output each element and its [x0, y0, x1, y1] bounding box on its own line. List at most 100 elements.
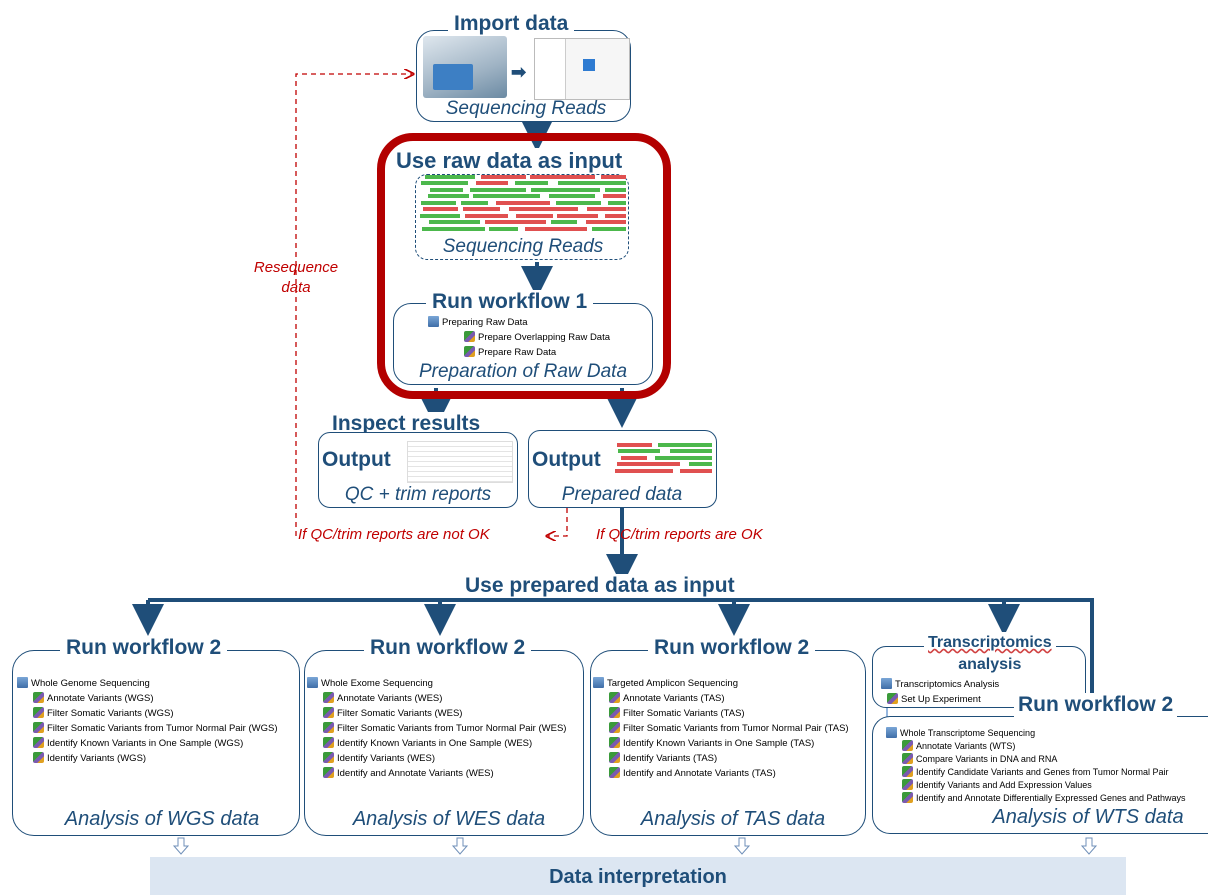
- data-interpretation-label: Data interpretation: [549, 866, 727, 888]
- read-segment: [465, 213, 508, 218]
- tree-item[interactable]: Compare Variants in DNA and RNA: [886, 753, 1186, 766]
- tree-item[interactable]: Filter Somatic Variants (WGS): [17, 706, 278, 721]
- wts-title: Run workflow 2: [1014, 693, 1178, 717]
- sequencer-image: [423, 36, 507, 98]
- tree-item[interactable]: Identify Known Variants in One Sample (W…: [307, 736, 566, 751]
- workflow-icon: [464, 331, 475, 342]
- tas-tree: Targeted Amplicon Sequencing Annotate Va…: [593, 676, 849, 781]
- read-segment: [618, 449, 661, 454]
- workflow-icon: [33, 707, 44, 718]
- folder-icon: [886, 727, 897, 738]
- tree-item[interactable]: Identify Variants and Add Expression Val…: [886, 779, 1186, 792]
- tree-item[interactable]: Set Up Experiment: [881, 692, 999, 707]
- read-segment: [470, 187, 526, 192]
- workflow-icon: [887, 693, 898, 704]
- read-segment: [620, 455, 647, 460]
- read-segment: [605, 187, 626, 192]
- tree-root[interactable]: Targeted Amplicon Sequencing: [593, 676, 849, 691]
- tree-item[interactable]: Prepare Overlapping Raw Data: [428, 330, 610, 345]
- workflow-icon: [464, 346, 475, 357]
- read-segment: [420, 181, 469, 186]
- read-segment: [556, 200, 601, 205]
- read-segment: [524, 226, 588, 231]
- tree-item[interactable]: Annotate Variants (WES): [307, 691, 566, 706]
- read-segment: [602, 194, 626, 199]
- read-segment: [516, 213, 554, 218]
- read-segment: [530, 175, 595, 179]
- workflow-icon: [902, 740, 913, 751]
- condition-not-ok-label: If QC/trim reports are not OK: [298, 526, 490, 543]
- tree-item[interactable]: Filter Somatic Variants (TAS): [593, 706, 849, 721]
- tree-item[interactable]: Identify and Annotate Differentially Exp…: [886, 792, 1186, 805]
- read-segment: [607, 200, 626, 205]
- tree-item[interactable]: Filter Somatic Variants from Tumor Norma…: [593, 721, 849, 736]
- run-workflow-1-caption: Preparation of Raw Data: [418, 361, 628, 382]
- read-segment: [422, 226, 485, 231]
- wes-panel: [304, 650, 584, 836]
- tree-item[interactable]: Annotate Variants (TAS): [593, 691, 849, 706]
- workflow-icon: [902, 753, 913, 764]
- tree-item[interactable]: Filter Somatic Variants (WES): [307, 706, 566, 721]
- read-segment: [679, 468, 712, 473]
- read-segment: [424, 175, 476, 179]
- workflow-icon: [609, 707, 620, 718]
- read-segment: [557, 181, 626, 186]
- tas-title: Run workflow 2: [648, 636, 816, 660]
- import-data-caption: Sequencing Reads: [445, 98, 607, 119]
- read-segment: [530, 187, 600, 192]
- tree-item[interactable]: Identify Variants (WES): [307, 751, 566, 766]
- workflow-icon: [33, 752, 44, 763]
- folder-icon: [593, 677, 604, 688]
- workflow-icon: [33, 722, 44, 733]
- read-segment: [476, 181, 509, 186]
- read-segment: [473, 194, 540, 199]
- transcriptomics-tree: Transcriptomics Analysis Set Up Experime…: [881, 677, 999, 707]
- qc-report-thumbnail: [407, 441, 513, 483]
- raw-reads-image: [420, 175, 630, 233]
- tree-item[interactable]: Identify Known Variants in One Sample (T…: [593, 736, 849, 751]
- wgs-tree: Whole Genome Sequencing Annotate Variant…: [17, 676, 278, 766]
- tree-item[interactable]: Identify and Annotate Variants (TAS): [593, 766, 849, 781]
- tree-item[interactable]: Filter Somatic Variants from Tumor Norma…: [307, 721, 566, 736]
- output-prepared-caption: Prepared data: [561, 484, 683, 505]
- wgs-title: Run workflow 2: [60, 636, 228, 660]
- read-segment: [601, 175, 626, 179]
- workflow-icon: [323, 737, 334, 748]
- read-segment: [427, 194, 469, 199]
- wgs-panel: [12, 650, 300, 836]
- workflow-icon: [323, 752, 334, 763]
- import-data-title: Import data: [448, 12, 575, 36]
- raw-reads-box: [415, 174, 629, 260]
- read-segment: [463, 207, 501, 212]
- tree-item[interactable]: Filter Somatic Variants from Tumor Norma…: [17, 721, 278, 736]
- workflow-icon: [609, 752, 620, 763]
- wts-caption: Analysis of WTS data: [992, 806, 1184, 828]
- software-screenshot-image: [534, 38, 630, 100]
- tree-item[interactable]: Annotate Variants (WGS): [17, 691, 278, 706]
- read-segment: [488, 226, 518, 231]
- read-segment: [557, 213, 599, 218]
- workflow-icon: [609, 737, 620, 748]
- tree-root[interactable]: Whole Genome Sequencing: [17, 676, 278, 691]
- read-segment: [496, 200, 551, 205]
- tree-root[interactable]: Preparing Raw Data: [428, 315, 610, 330]
- read-segment: [421, 200, 457, 205]
- tree-item[interactable]: Identify and Annotate Variants (WES): [307, 766, 566, 781]
- tree-root[interactable]: Transcriptomics Analysis: [881, 677, 999, 692]
- read-segment: [592, 226, 626, 231]
- tree-item[interactable]: Annotate Variants (WTS): [886, 740, 1186, 753]
- wts-tree: Whole Transcriptome Sequencing Annotate …: [886, 727, 1186, 805]
- tree-item[interactable]: Identify Variants (WGS): [17, 751, 278, 766]
- run-workflow-1-title: Run workflow 1: [426, 290, 594, 314]
- tree-root[interactable]: Whole Exome Sequencing: [307, 676, 566, 691]
- workflow-icon: [323, 707, 334, 718]
- workflow-icon: [609, 767, 620, 778]
- wes-tree: Whole Exome Sequencing Annotate Variants…: [307, 676, 566, 781]
- tas-caption: Analysis of TAS data: [640, 808, 826, 830]
- tree-item[interactable]: Prepare Raw Data: [428, 345, 610, 360]
- tree-item[interactable]: Identify Candidate Variants and Genes fr…: [886, 766, 1186, 779]
- tree-item[interactable]: Identify Known Variants in One Sample (W…: [17, 736, 278, 751]
- tree-root[interactable]: Whole Transcriptome Sequencing: [886, 727, 1186, 740]
- highlight-frame: [377, 133, 671, 399]
- tree-item[interactable]: Identify Variants (TAS): [593, 751, 849, 766]
